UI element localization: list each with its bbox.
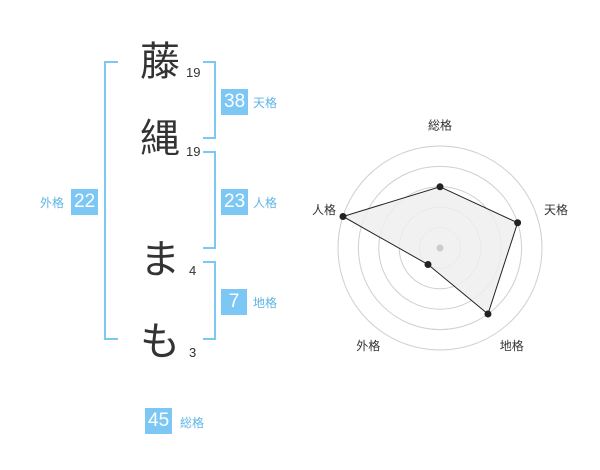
radar-axis-label-1: 総格 xyxy=(428,118,452,133)
radar-axis-label-3: 地格 xyxy=(500,338,524,353)
jinkaku-value: 23 xyxy=(221,189,249,215)
radar-points xyxy=(339,183,522,318)
jinkaku-label: 人格 xyxy=(253,196,278,210)
radar-grid-ring xyxy=(337,145,543,351)
radar-axis-label-4: 外格 xyxy=(356,338,380,353)
radar-point-1 xyxy=(436,183,444,191)
name-char-1: 藤 xyxy=(140,39,180,85)
stroke-count-2: 19 xyxy=(186,144,201,159)
name-char-3: ま xyxy=(140,237,180,283)
chikaku-label: 地格 xyxy=(253,296,278,310)
stroke-count-4: 3 xyxy=(189,345,197,360)
radar-grid-ring xyxy=(357,165,523,331)
tenkaku-value: 38 xyxy=(221,89,249,115)
radar-point-5 xyxy=(339,212,347,220)
stroke-count-3: 4 xyxy=(189,263,197,278)
gaikaku-value: 22 xyxy=(71,189,99,215)
radar-axis-label-2: 天格 xyxy=(544,202,568,217)
radar-center-dot xyxy=(436,244,444,252)
tenkaku-bracket xyxy=(203,61,216,139)
soukaku-value: 45 xyxy=(145,408,173,434)
gaikaku-bracket xyxy=(104,61,118,340)
name-char-2: 縄 xyxy=(140,116,180,162)
chikaku-value: 7 xyxy=(221,289,247,315)
soukaku-label: 総格 xyxy=(180,416,205,430)
chikaku-bracket xyxy=(203,261,216,340)
name-char-4: も xyxy=(140,319,180,365)
tenkaku-label: 天格 xyxy=(253,96,278,110)
radar-point-3 xyxy=(484,310,492,318)
stroke-count-1: 19 xyxy=(186,65,201,80)
gaikaku-label: 外格 xyxy=(40,196,65,210)
radar-area xyxy=(341,186,519,315)
jinkaku-bracket xyxy=(203,151,216,249)
radar-point-4 xyxy=(424,261,432,269)
radar-point-2 xyxy=(514,219,522,227)
radar-axis-label-5: 人格 xyxy=(312,202,336,217)
